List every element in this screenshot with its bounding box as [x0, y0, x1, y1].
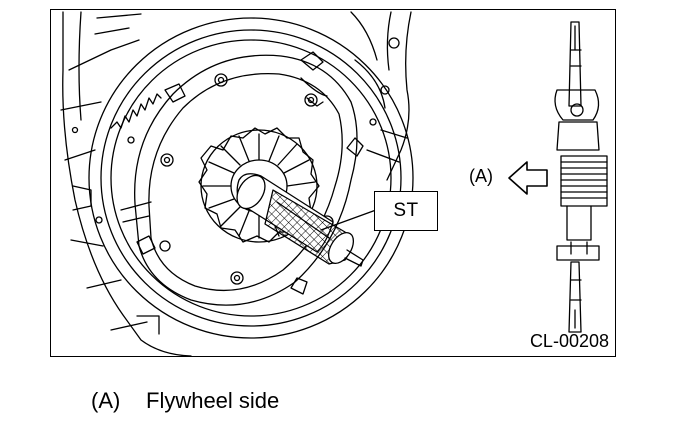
legend: (A) Flywheel side: [91, 388, 279, 414]
legend-key: (A): [91, 388, 121, 413]
clutch-assembly-illustration: [60, 11, 608, 356]
legend-description: Flywheel side: [146, 388, 280, 413]
flywheel-rings: [88, 17, 414, 339]
special-tool-callout: ST: [374, 191, 438, 231]
view-label-a: (A): [469, 166, 493, 186]
figure-frame: ST (A) CL-00208: [50, 9, 616, 357]
ring-gear-spring: [110, 93, 162, 129]
special-tool: [236, 173, 377, 267]
section-view: [554, 21, 608, 333]
pressure-plate-cover: [120, 51, 364, 306]
hub-grooves: [560, 155, 608, 207]
flywheel-side-arrow: [508, 161, 548, 195]
special-tool-label: ST: [393, 200, 419, 221]
figure-code: CL-00208: [529, 331, 609, 351]
